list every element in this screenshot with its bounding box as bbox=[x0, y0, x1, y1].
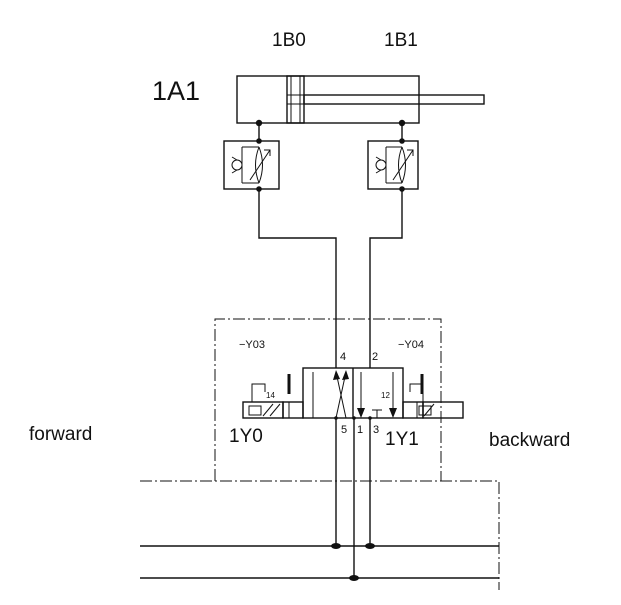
working-lines bbox=[258, 189, 403, 368]
signal-label-y04: −Y04 bbox=[398, 339, 424, 351]
forward-label: forward bbox=[29, 424, 92, 445]
port-label-5: 5 bbox=[341, 424, 347, 436]
sensor-label-1b0: 1B0 bbox=[272, 30, 306, 51]
port-label-1: 1 bbox=[357, 424, 363, 436]
port-label-4: 4 bbox=[340, 351, 346, 363]
flow-control-valve-left bbox=[223, 123, 280, 192]
port-label-3: 3 bbox=[373, 424, 379, 436]
supply-lines bbox=[140, 418, 500, 590]
port-label-2: 2 bbox=[372, 351, 378, 363]
flow-control-valve-right bbox=[367, 123, 419, 192]
directional-valve-5-2 bbox=[242, 367, 464, 420]
signal-label-y03: −Y03 bbox=[239, 339, 265, 351]
sensor-label-1b1: 1B1 bbox=[384, 30, 418, 51]
backward-label: backward bbox=[489, 430, 570, 451]
valve-enclosure bbox=[214, 318, 442, 481]
pilot-label-12: 12 bbox=[381, 391, 390, 400]
solenoid-label-1y1: 1Y1 bbox=[385, 429, 419, 450]
cylinder-label: 1A1 bbox=[152, 76, 200, 106]
solenoid-label-1y0: 1Y0 bbox=[229, 426, 263, 447]
cylinder-1a1 bbox=[236, 75, 485, 127]
pilot-label-14: 14 bbox=[266, 391, 275, 400]
